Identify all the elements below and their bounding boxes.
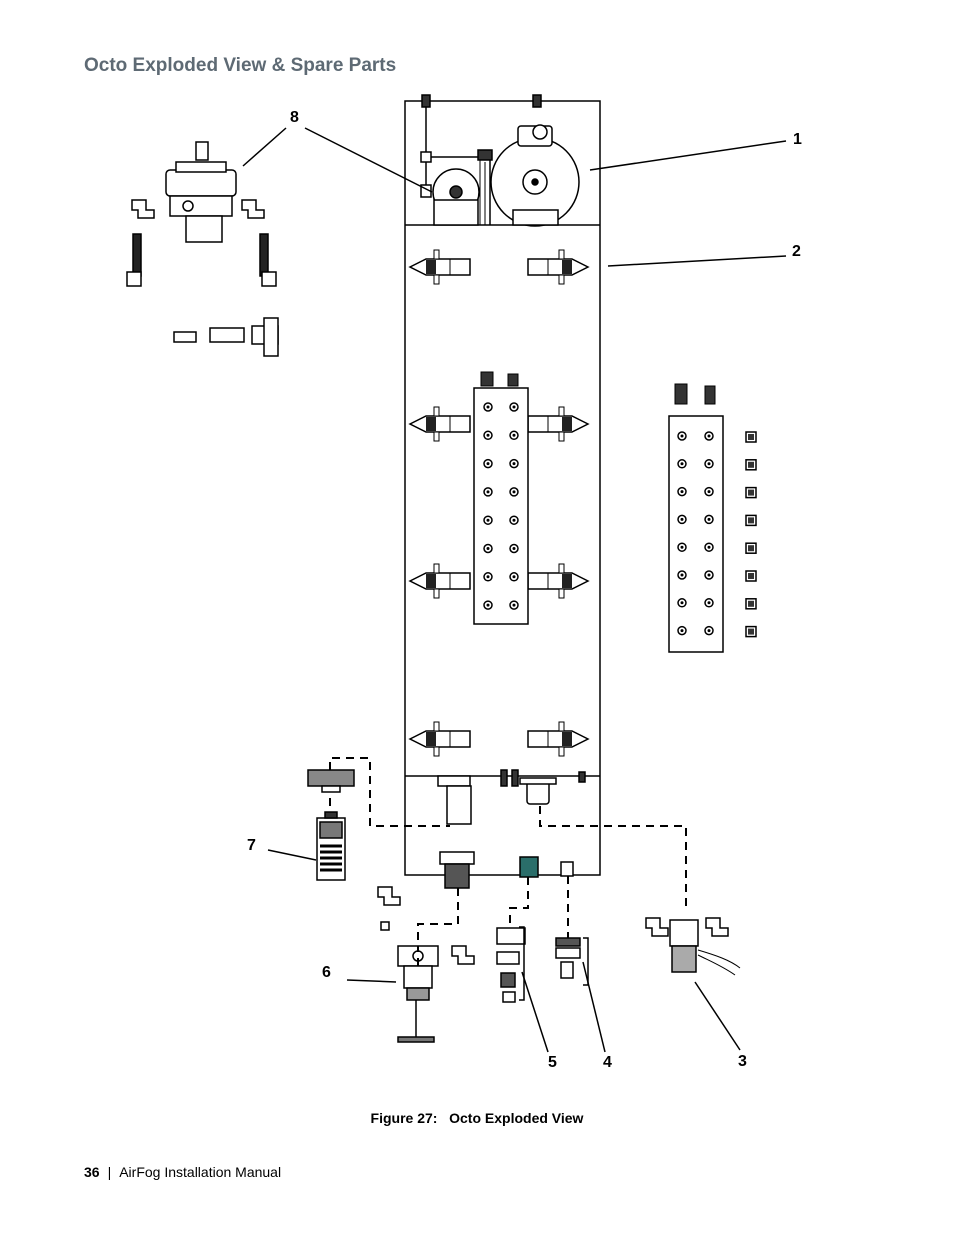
filter-regulator-assembly xyxy=(126,141,279,357)
manifold-spare xyxy=(668,383,724,653)
footer-separator: | xyxy=(107,1164,112,1180)
callout-5: 5 xyxy=(548,1054,557,1071)
manifold-nut xyxy=(677,459,687,469)
manifold-plug xyxy=(745,514,757,527)
callout-3: 3 xyxy=(738,1053,747,1070)
page-footer: 36 | AirFog Installation Manual xyxy=(84,1164,281,1180)
manifold-nut xyxy=(677,542,687,552)
manifold-center xyxy=(473,371,529,625)
leader-lines xyxy=(242,127,787,1053)
manifold-nut xyxy=(704,431,714,441)
manifold-nut xyxy=(677,431,687,441)
solenoid-valve-5 xyxy=(496,856,539,1003)
callout-7: 7 xyxy=(247,837,256,854)
manifold-nut xyxy=(509,430,519,441)
manifold-nut xyxy=(509,572,519,582)
manifold-nut xyxy=(704,542,714,552)
manifold-nut xyxy=(704,514,714,525)
manifold-nut xyxy=(677,625,687,636)
page-number: 36 xyxy=(84,1164,100,1180)
bottom-compartment xyxy=(437,769,586,825)
callout-2: 2 xyxy=(792,243,801,260)
compressor-motor xyxy=(490,94,580,227)
section-title: Octo Exploded View & Spare Parts xyxy=(84,55,397,76)
manifold-nut xyxy=(677,514,687,525)
manifold-nut xyxy=(483,600,493,610)
manifold-plug xyxy=(745,570,757,582)
tubing-dashed xyxy=(329,757,687,966)
manifold-nut xyxy=(509,515,519,525)
manifold-nut xyxy=(677,486,687,497)
manifold-nut xyxy=(704,570,714,580)
solenoid-valve-4 xyxy=(519,861,589,1001)
manifold-nut xyxy=(509,543,519,554)
manifold-nut xyxy=(483,430,493,441)
callout-4: 4 xyxy=(603,1054,612,1071)
callout-labels: 1 2 3 4 5 6 7 8 xyxy=(247,109,802,1071)
nozzle-row-1 xyxy=(409,249,589,285)
manifold-nut xyxy=(704,598,714,608)
callout-6: 6 xyxy=(322,964,331,981)
filter-cap xyxy=(307,769,355,793)
pressure-regulator xyxy=(377,851,475,1043)
manifold-nut xyxy=(704,486,714,497)
manifold-nut xyxy=(677,598,687,608)
manifold-nut xyxy=(704,459,714,469)
manifold-nut xyxy=(483,402,493,412)
manifold-nut xyxy=(483,572,493,582)
manifold-plugs xyxy=(745,431,757,638)
manifold-plug xyxy=(745,486,757,499)
manifold-plug xyxy=(745,431,757,443)
callout-8: 8 xyxy=(290,109,299,126)
manifold-nut xyxy=(509,487,519,497)
manifold-nut xyxy=(509,458,519,469)
figure-caption: Figure 27: Octo Exploded View xyxy=(370,1110,584,1126)
filter-housing xyxy=(316,811,346,881)
manifold-nut xyxy=(483,543,493,554)
regulator-assembly xyxy=(420,94,493,226)
manifold-plug xyxy=(745,598,757,610)
nozzle-row-4 xyxy=(409,721,589,757)
manual-title: AirFog Installation Manual xyxy=(119,1164,282,1180)
manifold-nut xyxy=(483,515,493,525)
pressure-switch xyxy=(645,917,741,976)
manifold-nut xyxy=(483,487,493,497)
callout-1: 1 xyxy=(793,131,802,148)
manifold-nut xyxy=(509,600,519,610)
manifold-nut xyxy=(483,458,493,469)
manifold-nut xyxy=(509,402,519,412)
manifold-nut xyxy=(704,625,714,636)
manifold-plug xyxy=(745,542,757,554)
manifold-nut xyxy=(677,570,687,580)
manifold-plug xyxy=(745,625,757,638)
manifold-plug xyxy=(745,459,757,471)
